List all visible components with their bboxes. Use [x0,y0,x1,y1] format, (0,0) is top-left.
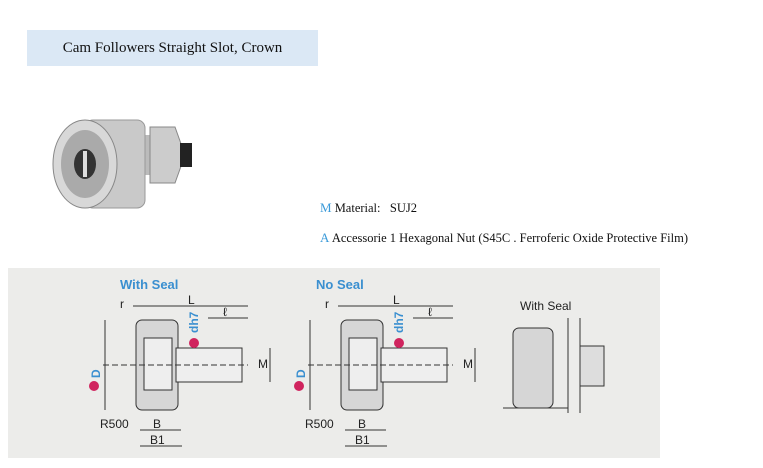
mount-label: With Seal [520,299,571,313]
dim-D: D [294,369,308,378]
spec-key: M [320,200,332,215]
dim-l: ℓ [223,305,227,319]
dim-r: r [120,297,124,311]
dim-B1: B1 [150,433,165,447]
spec-label: Material: [334,201,381,215]
dim-d: dh7 [392,311,406,333]
marker-2 [89,381,99,391]
dimension-diagram: With Seal No Seal r L ℓ M R500 B B1 r L … [8,268,660,458]
no-seal-label: No Seal [316,277,364,292]
dim-M: M [258,357,268,371]
dim-B: B [153,417,161,431]
dim-L: L [188,293,195,307]
dim-B1: B1 [355,433,370,447]
dim-M: M [463,357,473,371]
dim-l: ℓ [428,305,432,319]
dim-D: D [89,369,103,378]
dim-R500: R500 [100,417,129,431]
with-seal-label: With Seal [120,277,179,292]
page-title: Cam Followers Straight Slot, Crown [27,30,318,66]
spec-label: Accessorie [331,231,387,245]
dim-L: L [393,293,400,307]
product-image [52,119,192,209]
spec-value: SUJ2 [389,201,417,215]
spec-key: A [320,230,330,245]
dim-B: B [358,417,366,431]
dim-r: r [325,297,329,311]
drawing-with-seal [103,305,271,447]
marker-2 [294,381,304,391]
marker-1 [189,338,199,348]
drawing-no-seal [308,305,476,447]
dim-R500: R500 [305,417,334,431]
drawing-mounting [503,318,605,413]
spec-value: 1 Hexagonal Nut (S45C . Ferroferic Oxide… [389,231,688,245]
marker-1 [394,338,404,348]
spec-accessory: A Accessorie 1 Hexagonal Nut (S45C . Fer… [320,230,688,246]
dim-d: dh7 [187,311,201,333]
spec-material: M Material: SUJ2 [320,200,417,216]
